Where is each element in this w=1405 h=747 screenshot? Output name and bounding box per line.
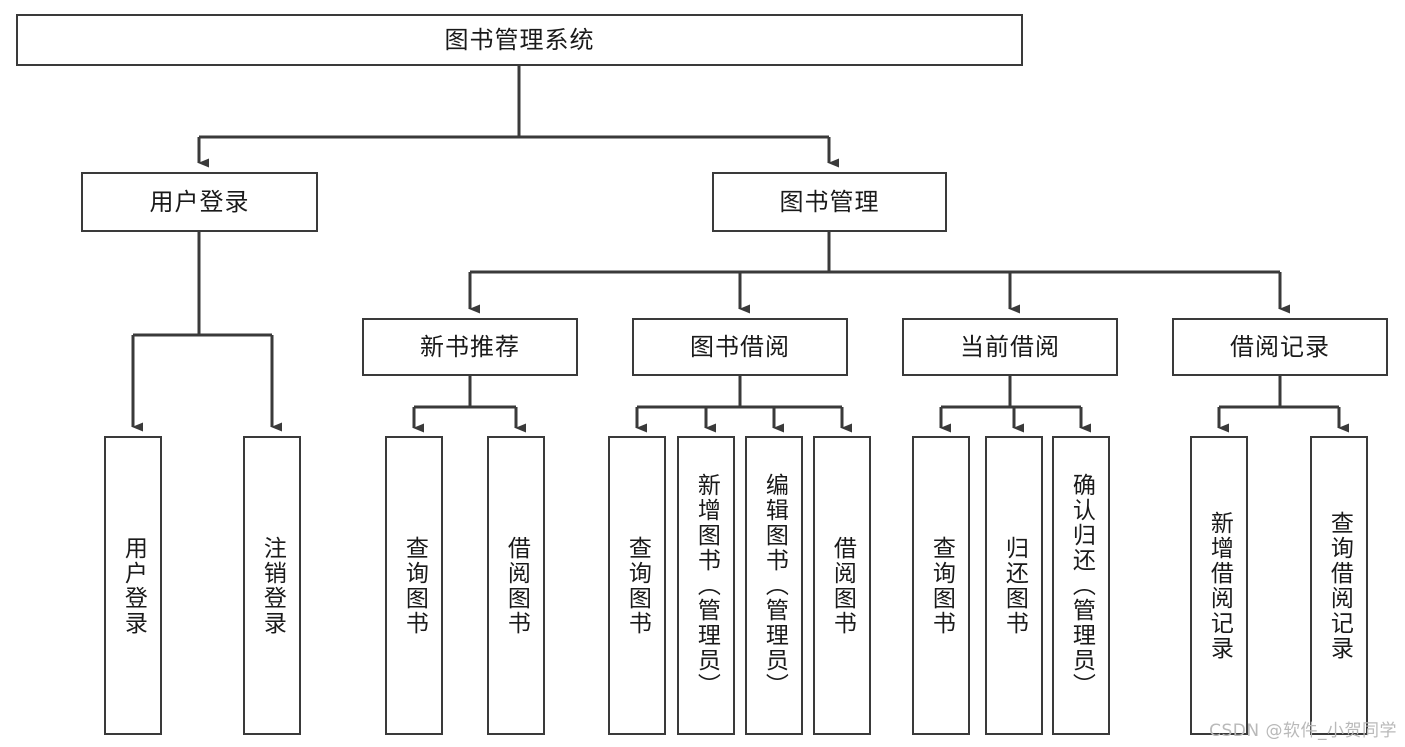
node-root-book-management-system[interactable]: 图书管理系统 [16,14,1023,66]
node-label: 注销登录 [259,535,286,636]
node-book-management[interactable]: 图书管理 [712,172,947,232]
node-label: 新增图书（管理员） [693,473,720,698]
node-label: 图书管理 [779,187,880,216]
node-label: 当前借阅 [960,332,1060,361]
node-label: 查询图书 [624,535,651,636]
node-label: 编辑图书（管理员） [761,473,788,698]
node-label: 用户登录 [120,535,147,636]
node-label: 确认归还（管理员） [1068,473,1095,698]
node-current-borrow[interactable]: 当前借阅 [902,318,1118,376]
node-leaf-query-borrow-record[interactable]: 查询借阅记录 [1310,436,1368,735]
watermark-text: CSDN @软件_小贺同学 [1209,721,1397,741]
node-leaf-confirm-return-admin[interactable]: 确认归还（管理员） [1052,436,1110,735]
node-label: 图书管理系统 [444,25,595,54]
node-label: 借阅图书 [829,535,856,636]
node-user-login[interactable]: 用户登录 [81,172,318,232]
node-leaf-logout-login[interactable]: 注销登录 [243,436,301,735]
node-label: 图书借阅 [690,332,790,361]
node-leaf-query-book-recommend[interactable]: 查询图书 [385,436,443,735]
node-leaf-edit-book-admin[interactable]: 编辑图书（管理员） [745,436,803,735]
node-leaf-add-borrow-record[interactable]: 新增借阅记录 [1190,436,1248,735]
node-label: 新增借阅记录 [1206,510,1233,661]
node-label: 借阅图书 [503,535,530,636]
node-leaf-query-book-current[interactable]: 查询图书 [912,436,970,735]
node-label: 查询图书 [928,535,955,636]
node-label: 查询借阅记录 [1326,510,1353,661]
node-label: 归还图书 [1001,535,1028,636]
node-label: 新书推荐 [420,332,520,361]
node-book-borrow[interactable]: 图书借阅 [632,318,848,376]
node-leaf-borrow-book-recommend[interactable]: 借阅图书 [487,436,545,735]
node-new-book-recommend[interactable]: 新书推荐 [362,318,578,376]
node-label: 用户登录 [149,187,250,216]
node-leaf-return-book[interactable]: 归还图书 [985,436,1043,735]
node-leaf-borrow-book[interactable]: 借阅图书 [813,436,871,735]
node-leaf-add-book-admin[interactable]: 新增图书（管理员） [677,436,735,735]
node-borrow-record[interactable]: 借阅记录 [1172,318,1388,376]
node-leaf-user-login[interactable]: 用户登录 [104,436,162,735]
node-label: 借阅记录 [1230,332,1330,361]
node-leaf-query-book-borrow[interactable]: 查询图书 [608,436,666,735]
node-label: 查询图书 [401,535,428,636]
